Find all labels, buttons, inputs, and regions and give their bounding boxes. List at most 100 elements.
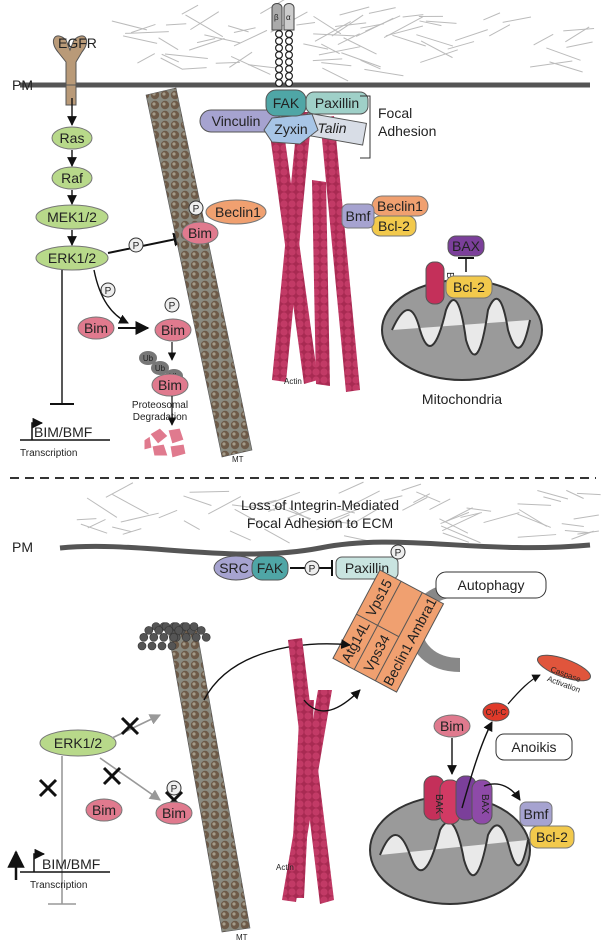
integrin-bead xyxy=(275,36,284,45)
ecm-fiber xyxy=(364,68,404,77)
integrin-bead xyxy=(285,43,294,52)
mek-node: MEK1/2 xyxy=(35,204,109,230)
ecm-fiber xyxy=(313,33,355,37)
svg-text:Raf: Raf xyxy=(61,170,83,186)
degradation-label: Degradation xyxy=(133,412,187,423)
ecm-fiber xyxy=(537,489,569,500)
ecm-fiber xyxy=(335,22,367,28)
protofilament-bead xyxy=(196,626,206,635)
ecm-fiber xyxy=(190,11,220,31)
svg-text:P: P xyxy=(169,301,176,312)
integrin-bead xyxy=(285,50,294,59)
integrin-bead xyxy=(285,64,294,73)
ecm-fiber xyxy=(137,53,156,64)
ecm-fiber xyxy=(416,34,454,47)
ecm-fiber xyxy=(392,34,426,47)
ecm-fiber xyxy=(324,520,356,525)
protofilament-bead xyxy=(159,633,169,642)
paxillin-node: Paxillin xyxy=(305,91,369,115)
ecm-fiber xyxy=(230,56,271,75)
integrin-alpha-label: α xyxy=(286,13,291,22)
vinculin-node: Vinculin xyxy=(199,109,281,133)
ecm-fiber xyxy=(208,496,242,515)
ecm-fiber xyxy=(489,24,511,37)
focal-adhesion-bracket xyxy=(360,95,371,159)
ecm-fiber xyxy=(232,504,276,511)
ecm-fiber xyxy=(233,27,256,33)
svg-text:MEK1/2: MEK1/2 xyxy=(47,209,97,225)
bim-node-mt: Bim xyxy=(181,221,219,245)
protofilament-bead xyxy=(144,626,154,635)
svg-text:Bim: Bim xyxy=(188,225,212,241)
erk-inactive-arrows xyxy=(48,714,162,905)
ecm-fiber xyxy=(385,25,424,37)
ecm-fiber xyxy=(313,15,342,35)
ecm-fiber xyxy=(425,20,457,24)
ecm-fiber xyxy=(440,511,470,525)
actin-filaments-top xyxy=(268,112,360,392)
ecm-fiber xyxy=(76,518,97,521)
svg-text:Ras: Ras xyxy=(60,130,85,146)
bak-bax-pore xyxy=(423,775,493,825)
ecm-fiber xyxy=(413,493,431,503)
bax-node-top: BAX xyxy=(447,235,485,257)
plasma-membrane-bottom xyxy=(59,539,591,557)
ecm-fiber xyxy=(565,26,590,43)
ecm-fiber xyxy=(234,508,265,526)
ecm-fiber xyxy=(345,506,382,529)
svg-text:Ub: Ub xyxy=(155,364,166,373)
bak-label-bottom: BAK xyxy=(433,794,444,814)
mitochondrion-bottom xyxy=(369,795,531,905)
svg-text:Autophagy: Autophagy xyxy=(458,577,525,593)
ecm-fiber xyxy=(360,59,381,70)
loss-title-line1: Loss of Integrin-Mediated xyxy=(241,497,399,513)
mitochondrion-top xyxy=(381,279,543,381)
beclin1-node-top: Beclin1 xyxy=(205,199,267,225)
erk-to-bim-arrow xyxy=(107,232,188,254)
pm-label-top: PM xyxy=(12,77,33,93)
ecm-fiber xyxy=(343,37,377,55)
phospho-badge-2: P xyxy=(100,282,116,298)
integrin-bead xyxy=(275,64,284,73)
ecm-fiber xyxy=(120,512,159,523)
actin-to-complex-arrow xyxy=(303,689,361,712)
svg-text:Bcl-2: Bcl-2 xyxy=(453,279,485,295)
cytc-release-arrow xyxy=(461,721,493,809)
ecm-fiber xyxy=(229,51,253,68)
protofilament-bead xyxy=(181,622,191,631)
integrin-bead xyxy=(275,78,284,87)
ecm-fiber xyxy=(447,41,475,50)
ecm-fiber xyxy=(401,483,422,491)
cytc-node: Cyt-C xyxy=(482,702,510,722)
ecm-fiber xyxy=(322,67,349,82)
bim-node-bottom-free: Bim xyxy=(85,798,123,822)
integrin-bead xyxy=(275,57,284,66)
ecm-fiber xyxy=(383,495,403,501)
integrin-bead xyxy=(275,50,284,59)
bim-node-ub: Bim xyxy=(151,373,189,397)
ecm-fiber xyxy=(321,43,340,55)
ecm-fiber xyxy=(420,40,453,59)
protofilament-bead xyxy=(201,633,211,642)
transcription-label-top: Transcription xyxy=(20,448,77,459)
ecm-fiber xyxy=(576,492,601,496)
ecm-fiber xyxy=(442,512,480,532)
protofilament-bead xyxy=(169,633,179,642)
integrin-bead xyxy=(275,71,284,80)
microtubule-bottom xyxy=(137,622,251,933)
ecm-fiber xyxy=(268,502,288,513)
actin-label-top: Actin xyxy=(284,377,302,386)
actin-filaments-bottom xyxy=(282,638,334,904)
ecm-fiber xyxy=(573,514,599,520)
ecm-fiber xyxy=(181,4,199,15)
ecm-fiber xyxy=(229,530,251,541)
egfr-receptor xyxy=(53,35,87,106)
ecm-fiber xyxy=(483,512,520,524)
ecm-fiber xyxy=(130,23,156,34)
transcription-glyph-bottom xyxy=(7,848,110,880)
ecm-fiber xyxy=(566,41,593,48)
svg-text:Bmf: Bmf xyxy=(346,208,371,224)
ecm-fiber xyxy=(563,28,595,32)
degraded-fragments xyxy=(143,427,187,459)
protofilament-bead xyxy=(139,633,149,642)
